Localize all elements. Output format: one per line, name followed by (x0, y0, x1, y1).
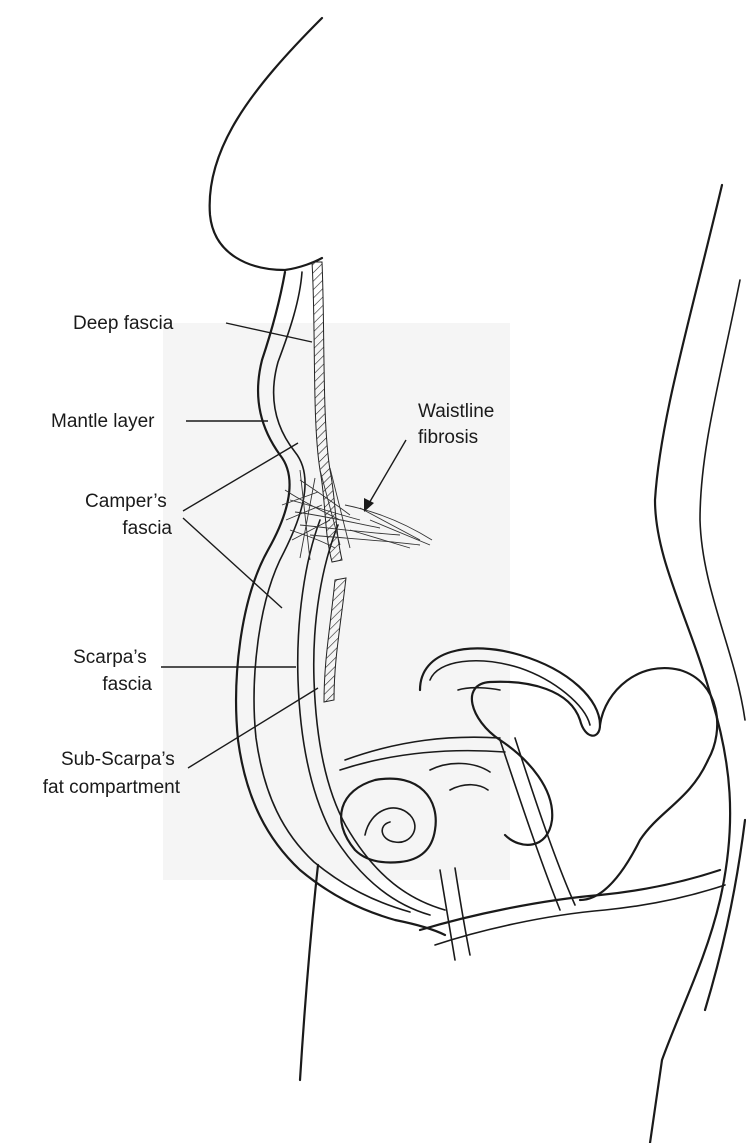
label-sub-scarpas-line2: fat compartment (43, 777, 181, 798)
breast-outline (210, 18, 322, 270)
bowel-loop-2 (580, 668, 717, 900)
label-scarpas-line2: fascia (102, 674, 152, 695)
label-sub-scarpas: Sub-Scarpa’s fat compartment (43, 749, 181, 798)
label-campers-fascia-line2: fascia (122, 518, 172, 539)
label-deep-fascia: Deep fascia (73, 313, 174, 334)
label-sub-scarpas-line1: Sub-Scarpa’s (61, 749, 175, 770)
label-campers-fascia: Camper’s fascia (85, 491, 172, 539)
back-outline-inner (700, 280, 745, 720)
label-campers-fascia-line1: Camper’s (85, 491, 167, 512)
rectum (500, 738, 575, 910)
label-waistline-line2: fibrosis (418, 427, 478, 448)
label-waistline-line1: Waistline (418, 401, 494, 422)
back-lower (705, 820, 745, 1010)
label-scarpas-line1: Scarpa’s (73, 647, 147, 668)
back-outline (650, 185, 730, 1143)
label-scarpas-fascia: Scarpa’s fascia (73, 647, 152, 695)
thigh-outline (300, 865, 318, 1080)
label-mantle-layer: Mantle layer (51, 411, 155, 432)
vagina-line (440, 868, 470, 960)
